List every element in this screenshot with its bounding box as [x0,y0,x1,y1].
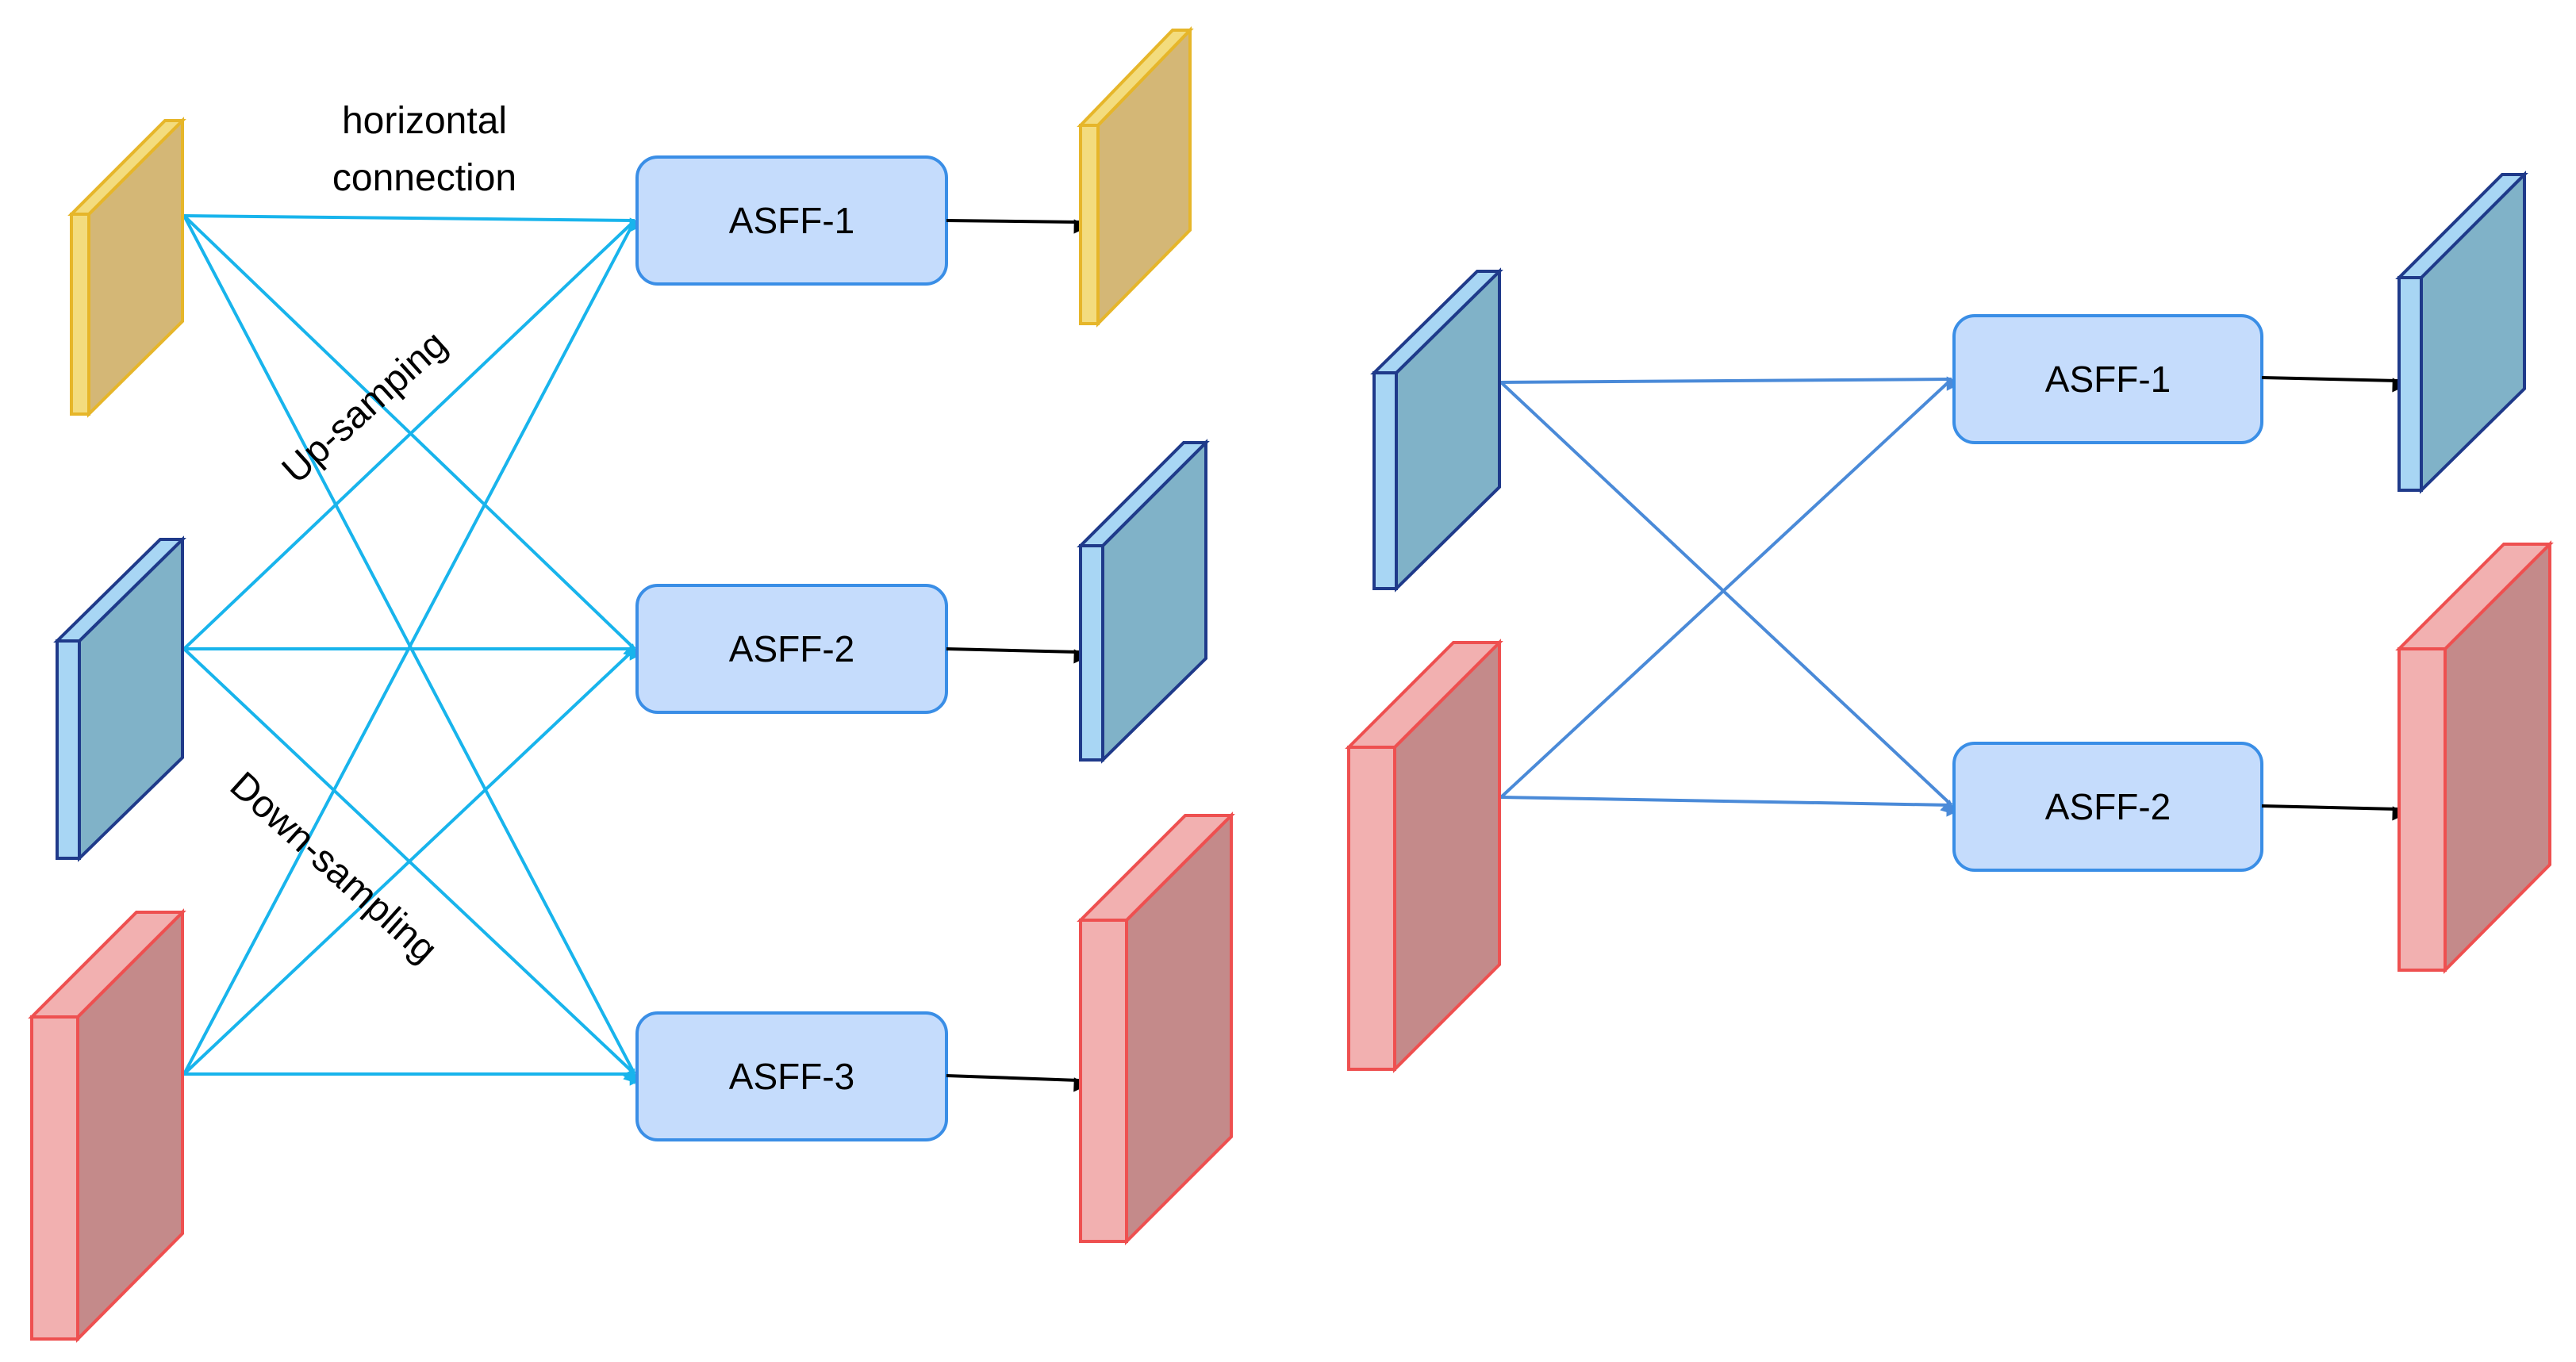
horizontal-connection-label-line2: connection [332,157,516,199]
output-feature-map-right-1 [2395,171,2528,494]
asff-node-left-3: ASFF-3 [635,1011,948,1141]
right-connectors [1499,376,1962,817]
asff-label: ASFF-1 [2045,359,2171,400]
output-feature-map-left-1 [1077,26,1194,328]
output-arrow-left-3 [946,1074,1088,1092]
output-feature-map-left-2 [1077,439,1210,764]
left-panel: ASFF-1 ASFF-2 ASFF-3 [28,26,1235,1343]
connector-r2-to-asff2 [1500,796,1961,817]
connector-l1-to-asff1 [183,214,644,232]
left-connectors [182,214,645,1086]
asff-label: ASFF-2 [2045,786,2171,827]
connector-l1-to-asff2 [182,214,639,659]
asff-node-left-2: ASFF-2 [635,584,948,714]
output-arrow-right-2 [2261,804,2407,821]
input-feature-map-level-1 [67,117,186,418]
asff-label: ASFF-1 [729,200,854,241]
output-feature-map-left-3 [1077,811,1235,1245]
right-panel: ASFF-1 ASFF-2 [1345,171,2554,1073]
upsampling-label: Up-samping [274,323,455,492]
connector-l2-to-asff1 [182,217,645,650]
output-arrow-right-1 [2261,376,2407,393]
output-feature-map-right-2 [2395,540,2554,974]
asff-node-right-2: ASFF-2 [1952,742,2263,872]
input-feature-map-level-3 [28,908,186,1343]
connector-r1-to-asff2 [1499,381,1956,815]
connector-r2-to-asff1 [1499,376,1962,799]
connector-r1-to-asff1 [1500,376,1961,391]
output-arrow-left-1 [946,219,1088,234]
input-feature-map-level-2 [53,535,186,862]
input-feature-map-right-2 [1345,639,1503,1073]
connector-l3-to-asff1 [182,214,643,1075]
asff-label: ASFF-2 [729,628,854,669]
input-feature-map-right-1 [1370,267,1503,593]
output-arrow-left-2 [946,647,1088,664]
horizontal-connection-label-line1: horizontal [342,100,507,142]
connector-l3-to-asff2 [182,645,645,1076]
asff-node-right-1: ASFF-1 [1952,314,2263,444]
asff-label: ASFF-3 [729,1056,854,1097]
asff-node-left-1: ASFF-1 [635,155,948,286]
